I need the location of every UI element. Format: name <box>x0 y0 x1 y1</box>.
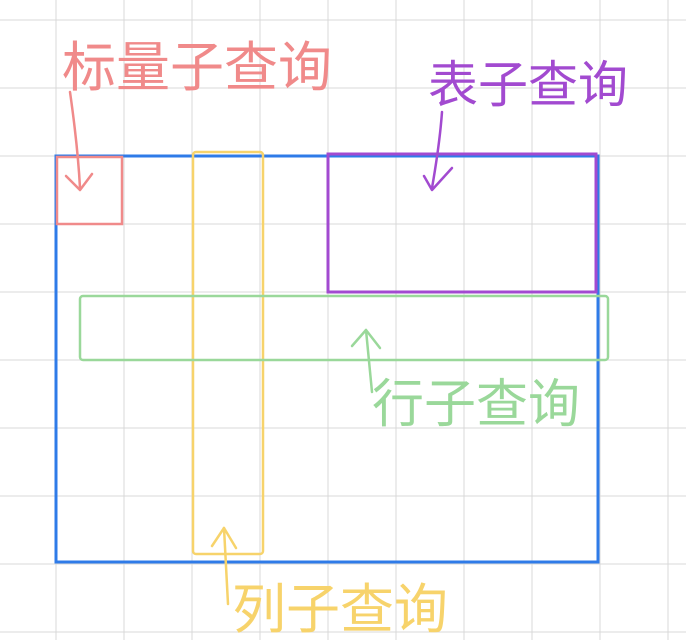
scalar-subquery-arrow <box>64 90 94 192</box>
column-subquery-arrow <box>210 526 238 606</box>
column-subquery-label: 列子查询 <box>232 578 448 640</box>
scalar-subquery-label: 标量子查询 <box>62 36 332 99</box>
row-subquery-arrow <box>350 328 382 394</box>
row-subquery-label: 行子查询 <box>372 375 580 435</box>
row-subquery-box <box>78 294 610 362</box>
table-subquery-arrow <box>422 110 454 192</box>
scalar-subquery-box <box>55 155 124 226</box>
table-subquery-box <box>326 152 598 294</box>
column-subquery-box <box>191 150 265 556</box>
table-subquery-label: 表子查询 <box>428 56 628 114</box>
